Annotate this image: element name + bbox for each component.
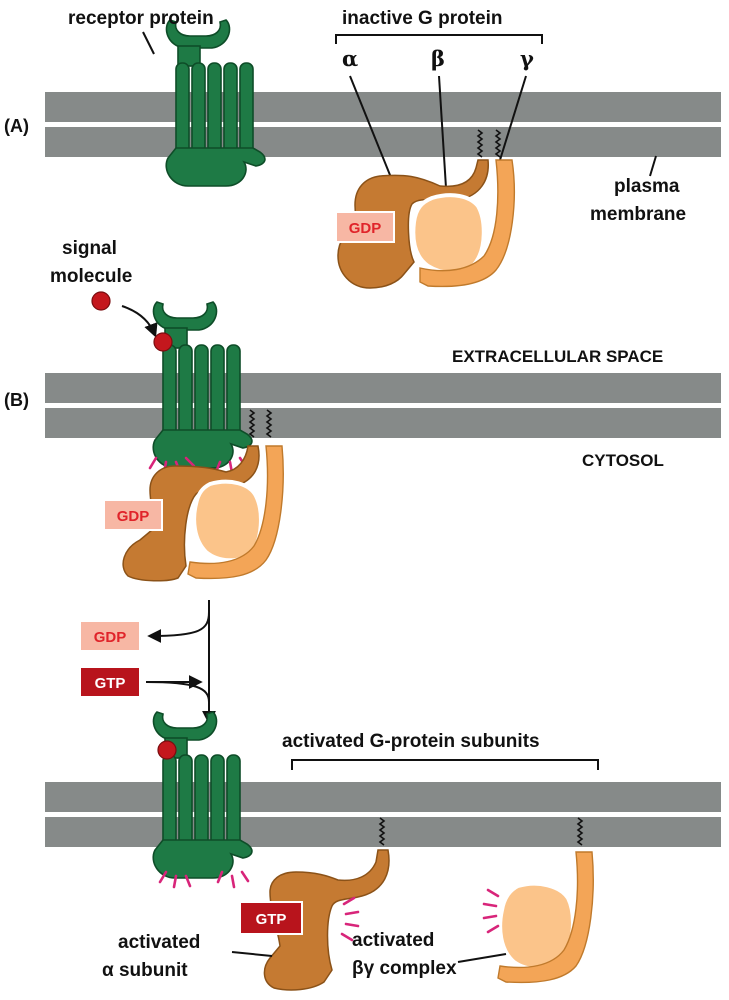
alpha-leader-line [349, 75, 393, 181]
molecule-label: molecule [50, 266, 132, 287]
activated-subunits-label: activated G-protein subunits [282, 731, 540, 752]
activated-alpha-label-line2: α subunit [102, 960, 188, 981]
activated-subunits-bracket [291, 759, 599, 770]
gdp-badge-a-text: GDP [349, 220, 382, 237]
plasma-label: plasma [614, 176, 680, 197]
activated-alpha-leader-line [231, 951, 273, 957]
lipid-anchor-alpha-a [476, 129, 484, 158]
bg-activation-marks [482, 888, 500, 934]
gdp-released-badge [79, 620, 141, 652]
gtp-entry-curve [145, 681, 210, 703]
gamma-label: γ [520, 46, 534, 71]
signal-molecule-bound-c [157, 740, 177, 760]
receptor-leader-line [142, 31, 155, 55]
lipid-anchor-gamma-b [265, 409, 273, 438]
membrane-outer-leaflet-c [45, 782, 721, 812]
beta-leader-line [438, 75, 448, 205]
activated-bg-label-line2: βγ complex [352, 958, 457, 979]
gdp-badge-a [335, 211, 395, 243]
gamma-subunit-b [187, 445, 284, 580]
membrane-inner-leaflet-a [45, 127, 721, 157]
signal-binding-arrow [121, 305, 158, 338]
inactive-g-protein-a [337, 159, 515, 289]
membrane-outer-leaflet-a [45, 92, 721, 122]
beta-subunit-b [192, 479, 263, 563]
membrane-outer-leaflet-b [45, 373, 721, 403]
inactive-g-protein-label: inactive G protein [342, 8, 502, 29]
lipid-anchor-gamma-a [494, 129, 502, 158]
beta-subunit-a [411, 193, 486, 275]
receptor-activation-marks-c [158, 870, 250, 889]
receptor-protein-b [152, 301, 253, 469]
inactive-g-protein-bracket [335, 34, 543, 44]
lipid-anchor-alpha-b [248, 409, 256, 438]
alpha-label: α [342, 46, 358, 71]
gdp-released-text: GDP [94, 629, 127, 646]
nucleotide-exchange: GDP GTP [79, 600, 216, 725]
receptor-protein-a [165, 19, 266, 187]
gdp-badge-b [103, 499, 163, 531]
receptor-protein-label: receptor protein [68, 8, 214, 29]
gamma-subunit-a [419, 159, 515, 288]
panel-activated: activated G-protein subunits GTP [45, 711, 721, 991]
activated-alpha-subunit [263, 849, 390, 991]
gtp-bound-text: GTP [256, 911, 287, 928]
gdp-release-arrow [147, 611, 210, 643]
lipid-anchor-alpha-c [378, 817, 386, 846]
signal-label: signal [62, 238, 117, 259]
g-protein-b [122, 445, 284, 582]
gamma-leader-line [499, 75, 527, 161]
membrane-leader-line [649, 155, 657, 177]
cytosol-label: CYTOSOL [582, 451, 664, 470]
gtp-bound-badge [239, 901, 303, 935]
panel-b: (B) signal molecule EXTRACELLULAR SPACE … [4, 238, 721, 582]
gdp-badge-b-text: GDP [117, 508, 150, 525]
panel-a-label: (A) [4, 116, 29, 136]
membrane-inner-leaflet-b [45, 408, 721, 438]
extracellular-space-label: EXTRACELLULAR SPACE [452, 347, 663, 366]
gtp-incoming-text: GTP [95, 675, 126, 692]
membrane-label: membrane [590, 204, 686, 225]
activated-bg-leader-line [457, 953, 507, 963]
signal-molecule-bound-b [153, 332, 173, 352]
lipid-anchor-gamma-c [576, 817, 584, 846]
panel-b-label: (B) [4, 390, 29, 410]
alpha-activation-marks [340, 896, 360, 942]
activated-alpha-label-line1: activated [118, 932, 200, 953]
activated-gamma-subunit [497, 851, 594, 984]
activated-bg-label-line1: activated [352, 930, 434, 951]
gtp-incoming-badge [79, 666, 141, 698]
panel-a: (A) receptor protein inactive G protein … [4, 8, 721, 289]
beta-label: β [431, 46, 445, 71]
signal-molecule-free [91, 291, 111, 311]
receptor-protein-c [152, 711, 253, 879]
